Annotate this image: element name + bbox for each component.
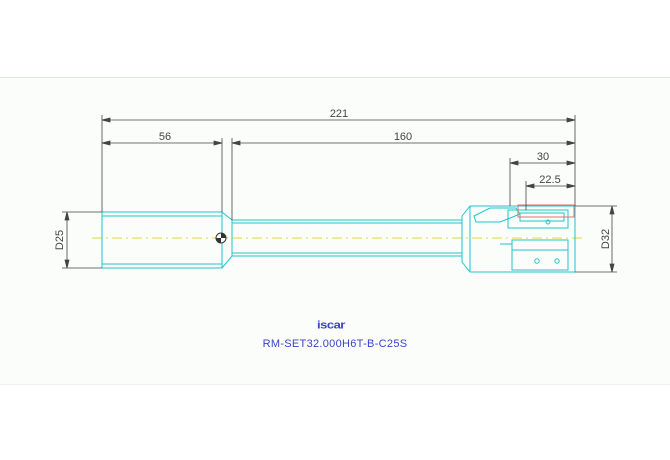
dim-overall-length: 221 <box>330 108 348 120</box>
iscar-logo: iscar <box>317 318 345 331</box>
dim-head-length-b: 22.5 <box>539 174 560 186</box>
dim-body-length: 160 <box>394 131 412 143</box>
dim-shank-diameter: D25 <box>54 230 66 250</box>
shank-outline <box>101 211 223 269</box>
dim-head-length-a: 30 <box>537 151 549 163</box>
drawing-area <box>0 77 670 385</box>
body-outline <box>221 211 463 269</box>
insert-highlight <box>517 204 575 218</box>
part-number: RM-SET32.000H6T-B-C25S <box>262 338 408 350</box>
dim-head-diameter: D32 <box>600 229 612 249</box>
dimension-lines <box>62 115 617 273</box>
center-mark <box>215 232 227 244</box>
dim-shank-length: 56 <box>159 131 171 143</box>
